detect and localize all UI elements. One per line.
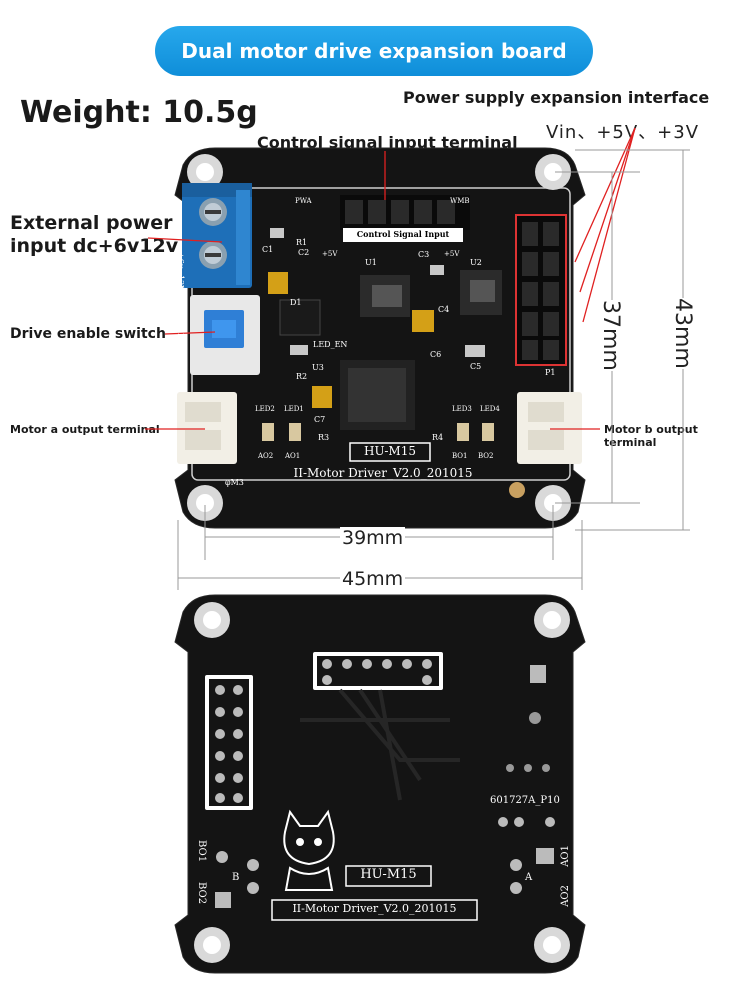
front-c4-text: C4 [438, 305, 450, 314]
front-r4-text: R4 [432, 433, 444, 442]
front-c2-text: C2 [298, 248, 310, 257]
mounting-holes-front [187, 154, 571, 521]
front-c3-text: C3 [418, 250, 430, 259]
front-p1-text: P1 [545, 368, 556, 377]
front-u3-text: U3 [312, 363, 324, 372]
front-5v-left-text: +5V [322, 250, 338, 258]
back-ao2-text: AO2 [560, 885, 571, 907]
back-bo2-text: BO2 [196, 882, 207, 905]
control-signal-header [340, 195, 470, 242]
external-power-line2: input dc+6v12v [10, 235, 179, 257]
front-m3-text: φM3 [225, 478, 244, 487]
power-interface-label: Power supply expansion interface [403, 88, 710, 107]
front-control-signal-text: Control Signal Input [356, 229, 450, 239]
control-terminal-label: Control signal input terminal [257, 133, 518, 152]
dimension-45mm: 45mm [340, 568, 406, 590]
front-u2-text: U2 [470, 258, 482, 267]
front-r3-text: R3 [318, 433, 330, 442]
front-c7-text: C7 [314, 415, 326, 424]
dimension-43mm: 43mm [670, 298, 695, 369]
front-r2-text: R2 [296, 372, 308, 381]
front-bo1-text: BO1 [452, 452, 468, 460]
back-version-text: II-Motor Driver_V2.0_201015 [292, 902, 457, 915]
front-c5-text: C5 [470, 362, 482, 371]
front-ao2-text: AO2 [258, 452, 274, 460]
back-code-text: 601727A_P10 [490, 795, 560, 806]
front-c6-text: C6 [430, 350, 442, 359]
weight-label: Weight: 10.5g [20, 95, 258, 130]
back-b-text: B [232, 872, 240, 883]
power-terminal-block [182, 183, 252, 288]
front-led2-text: LED2 [255, 405, 275, 413]
front-version-text: II-Motor Driver_V2.0_201015 [293, 466, 473, 480]
motor-b-connector [517, 392, 582, 464]
front-led1-text: LED1 [284, 405, 304, 413]
front-model-text: HU-M15 [364, 444, 416, 458]
front-pwm-left-text: PWA [295, 197, 312, 205]
front-5v-right-text: +5V [444, 250, 460, 258]
mascot-logo [283, 809, 335, 891]
title-banner: Dual motor drive expansion board [155, 26, 593, 76]
back-bo1-text: BO1 [196, 840, 207, 863]
enable-switch-graphic [190, 295, 260, 375]
front-led3-text: LED3 [452, 405, 472, 413]
back-ao1-text: AO1 [560, 845, 571, 867]
annotation-arrows [145, 127, 636, 430]
back-pcb [174, 594, 586, 974]
title-text: Dual motor drive expansion board [181, 39, 567, 63]
front-r1-text: R1 [296, 238, 308, 247]
power-voltages-label: Vin、+5V、+3V [546, 122, 700, 143]
power-expansion-header [515, 214, 567, 366]
mounting-holes-back [194, 602, 570, 963]
front-d1-text: D1 [290, 298, 302, 307]
front-led-en-text: LED_EN [313, 340, 348, 349]
back-model-text: HU-M15 [360, 867, 417, 882]
enable-switch-label: Drive enable switch [10, 326, 166, 342]
front-c1-text: C1 [262, 245, 274, 254]
back-a-text: A [525, 872, 533, 883]
dimension-37mm: 37mm [598, 300, 623, 371]
front-power-side-text: +6v~12V [176, 252, 185, 291]
back-top-pads [313, 652, 443, 690]
external-power-line1: External power [10, 212, 173, 234]
dimension-lines [177, 149, 690, 590]
dimension-39mm: 39mm [340, 527, 406, 549]
motor-b-label: Motor b output terminal [604, 423, 698, 449]
front-bo2-text: BO2 [478, 452, 494, 460]
back-left-pads [205, 675, 253, 810]
front-led4-text: LED4 [480, 405, 500, 413]
front-motor-enable-text: Motor_Enable [176, 304, 185, 362]
motor-a-connector [177, 392, 237, 464]
front-ao1-text: AO1 [285, 452, 301, 460]
front-u1-text: U1 [365, 258, 377, 267]
front-pwm-right-text: WMB [450, 197, 470, 205]
motor-a-label: Motor a output terminal [10, 423, 160, 436]
external-power-label: External power input dc+6v12v [10, 212, 178, 258]
